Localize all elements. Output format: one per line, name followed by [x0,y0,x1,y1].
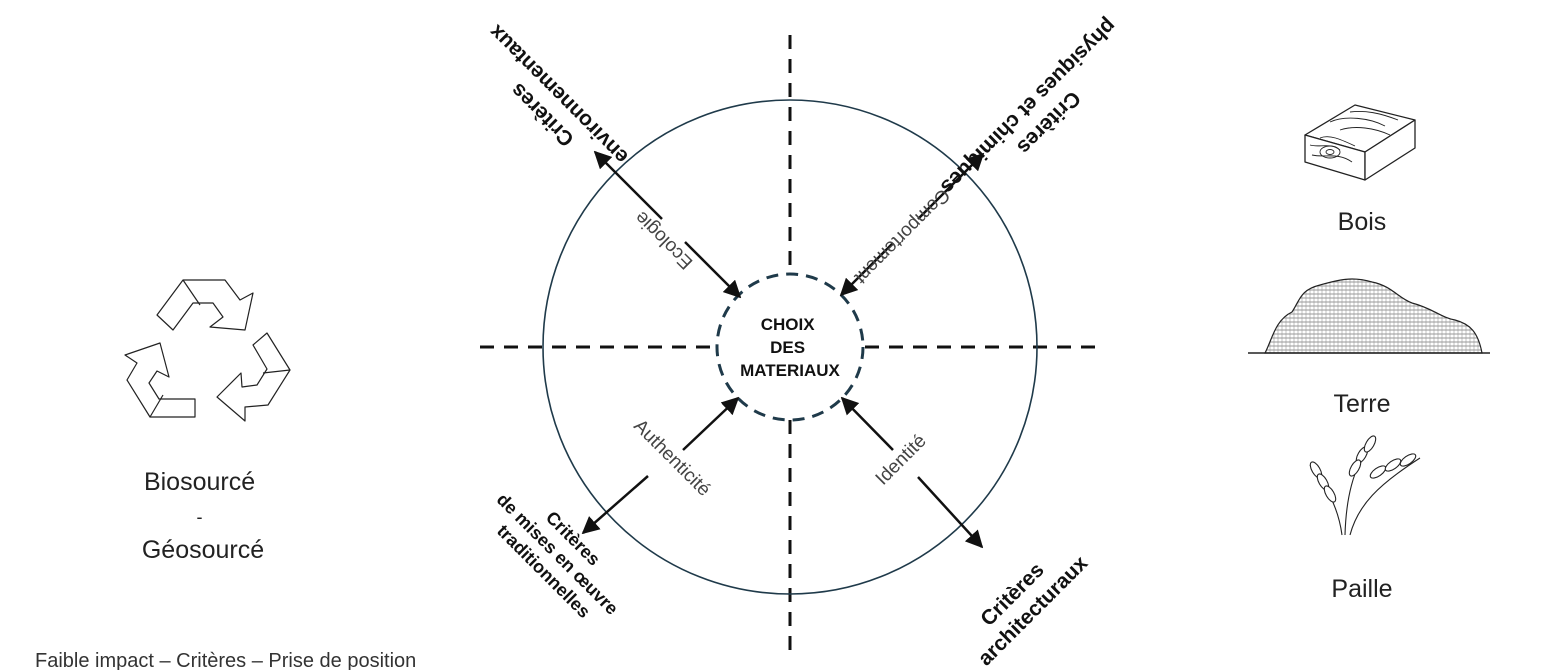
arrow-in-bottom-left [682,396,740,451]
caption: Faible impact – Critères – Prise de posi… [35,650,416,670]
center-label-line-1: CHOIX [761,315,816,334]
earth-mound-icon [1248,278,1490,354]
material-label-paille: Paille [1331,575,1392,603]
arrow-out-top-right [917,152,985,220]
left-label-line-2: - [197,507,203,527]
arrow-label-comportement: Comportement [850,184,954,288]
arrow-in-bottom-right [840,396,894,451]
arrow-out-bottom-right [917,476,984,549]
criteria-top-right: Critères physiques et chimiques [936,14,1139,217]
center-label-line-3: MATERIAUX [740,361,840,380]
left-label-line-1: Biosourcé [144,468,255,496]
arrow-in-top-left [684,241,742,299]
wheat-icon [1309,435,1421,536]
center-circle [715,272,865,422]
wood-log-icon [1304,104,1416,181]
svg-text:Biosourcé - Géosourcé: Biosourcé - Géosourcé [142,468,264,564]
svg-text:CHOIX DES MATERIAU: CHOIX DES MATERIAUX [740,315,840,380]
criteria-bottom-left: Critères de mises en œuvre traditionnell… [477,474,641,638]
arrow-in-top-right [839,242,894,297]
criteria-top-right-line-2: physiques et chimiques [936,14,1121,199]
center-label-line-2: DES [770,338,805,357]
central-diagram: CHOIX DES MATERIAUX Ecologie Comportemen… [466,14,1139,670]
material-label-terre: Terre [1334,390,1391,418]
material-label-bois: Bois [1338,208,1387,236]
criteria-top-left: Critères environnementaux [466,20,633,187]
arrow-label-ecologie: Ecologie [631,207,697,273]
recycle-icon [124,279,291,422]
arrow-label-authenticite: Authenticité [629,416,714,501]
outer-circle [542,99,1038,595]
arrow-out-bottom-left [581,475,649,535]
left-label-line-3: Géosourcé [142,536,264,564]
criteria-bottom-right: Critères architecturaux [955,533,1092,670]
arrow-out-top-left [593,150,663,220]
